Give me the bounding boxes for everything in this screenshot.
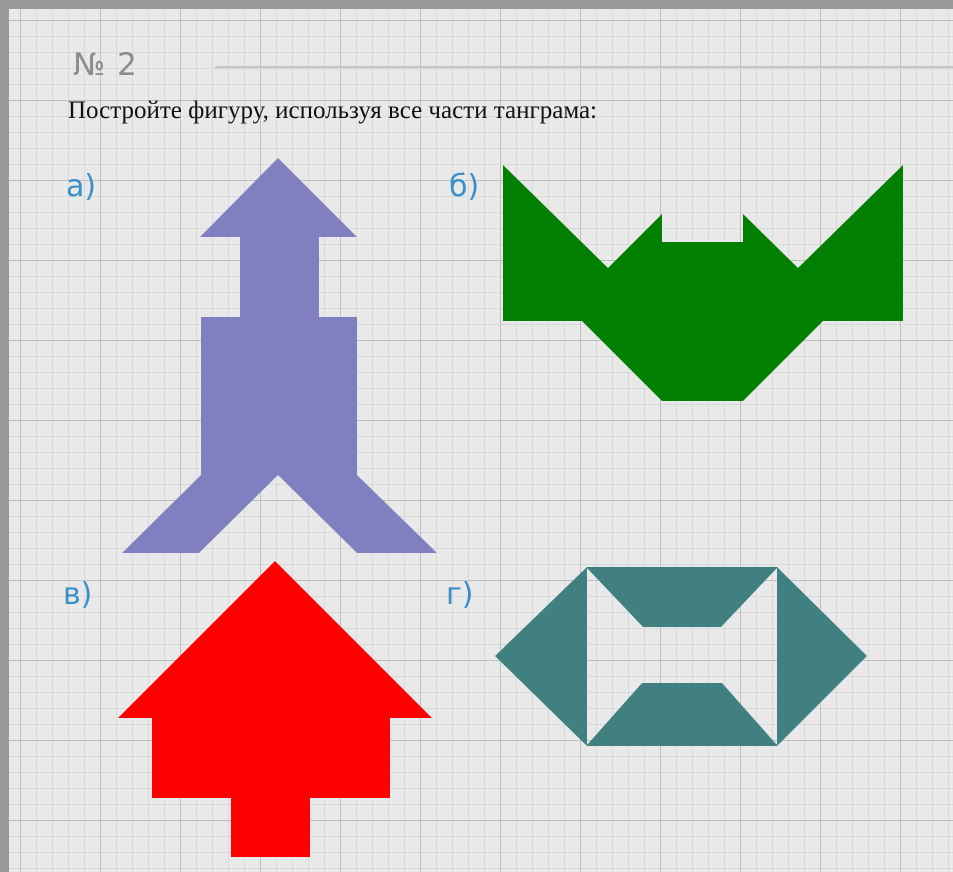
tangram-figures bbox=[9, 9, 953, 872]
tangram-figure-house bbox=[118, 561, 432, 857]
tangram-figure-bat bbox=[503, 165, 903, 401]
tangram-figure-rocket bbox=[122, 158, 437, 553]
slide: № 2 Постройте фигуру, используя все част… bbox=[9, 9, 953, 872]
tangram-figure-hexagon bbox=[495, 567, 867, 746]
